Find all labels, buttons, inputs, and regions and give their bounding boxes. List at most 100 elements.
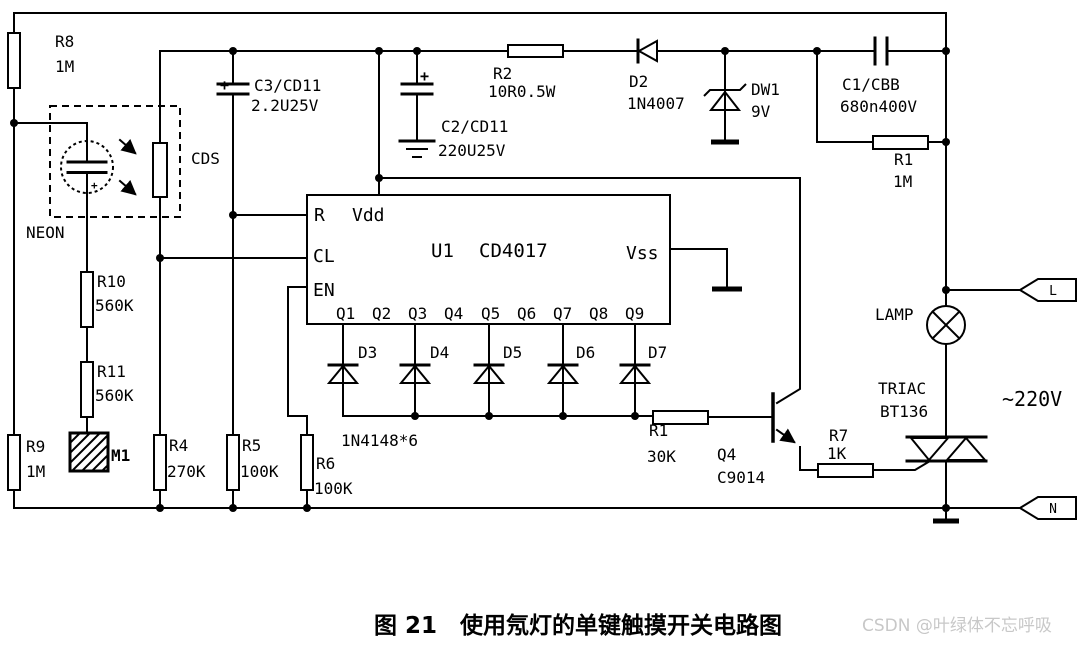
q4-ref: Q4	[717, 445, 736, 464]
resistor-body	[153, 434, 167, 491]
junction-dot	[156, 504, 164, 512]
resistor-r11: R11 560K	[80, 361, 134, 418]
light-arrow-icon	[118, 138, 137, 155]
diode-triangle	[636, 39, 658, 63]
c3-ref: C3/CD11	[254, 76, 321, 95]
resistor-body	[226, 434, 240, 491]
triac-triangle-down	[908, 437, 951, 462]
resistor-r6: R6 100K	[300, 434, 353, 498]
capacitor-plates	[400, 82, 434, 96]
diode-d4: D4	[398, 343, 449, 384]
r5-ref: R5	[242, 436, 261, 455]
diode-d7: D7	[618, 343, 667, 384]
lamp: LAMP	[875, 305, 966, 345]
transistor-q4: Q4 C9014	[717, 392, 796, 487]
r4-ref: R4	[169, 436, 188, 455]
diode-triangle	[546, 364, 580, 384]
junction-dot	[303, 504, 311, 512]
junction-dot	[559, 412, 567, 420]
zener-cathode-bar	[703, 83, 747, 97]
dw1-ref: DW1	[751, 80, 780, 99]
resistor-r9: R9 1M	[7, 434, 45, 491]
zener-triangle	[708, 90, 742, 111]
wire-vdd-collector	[378, 177, 801, 405]
c2-ref: C2/CD11	[441, 117, 508, 136]
wire-emitter-r7	[799, 446, 819, 471]
junction-dot	[156, 254, 164, 262]
r10-ref: R10	[97, 272, 126, 291]
c3-value: 2.2U25V	[251, 96, 319, 115]
ic-part-number: CD4017	[479, 240, 548, 262]
pin-q3: Q3	[408, 304, 427, 323]
resistor-r7: R7 1K	[817, 426, 874, 478]
triac-triangle-up	[944, 436, 988, 461]
opto-coupler-block: + NEON CDS	[26, 105, 220, 242]
touch-pad-m1: M1	[68, 431, 130, 473]
triac-bt136: TRIAC BT136	[878, 379, 988, 463]
resistor-body	[7, 434, 21, 491]
r1-base-ref: R1	[649, 421, 668, 440]
touch-pad-hatch	[68, 431, 110, 473]
capacitor-plates	[216, 82, 250, 96]
diode-triangle	[472, 364, 506, 384]
junction-dot	[721, 47, 729, 55]
d2-value: 1N4007	[627, 94, 685, 113]
terminal-live-label: L	[1049, 284, 1057, 299]
capacitor-plates	[873, 36, 889, 66]
diode-array: D3 D4 D5 D6 D7 1N4148*6	[326, 343, 667, 450]
diode-d5: D5	[472, 343, 522, 384]
wires	[13, 12, 1021, 520]
resistor-r2: R2 10R0.5W	[488, 44, 564, 101]
d6-ref: D6	[576, 343, 595, 362]
diode-d2: D2 1N4007	[627, 38, 685, 113]
lamp-cross-icon	[931, 310, 961, 340]
r4-value: 270K	[167, 462, 206, 481]
junction-dot	[942, 47, 950, 55]
r6-ref: R6	[316, 454, 335, 473]
resistor-body	[80, 361, 94, 418]
resistor-body	[80, 271, 94, 328]
junction-dot	[10, 119, 18, 127]
c2-value: 220U25V	[438, 141, 506, 160]
resistor-r1-top: R1 1M	[872, 135, 929, 191]
terminal-live: L	[1018, 278, 1077, 302]
terminal-tag-icon	[1018, 496, 1077, 520]
wire-vss-ground	[669, 248, 728, 288]
r11-ref: R11	[97, 362, 126, 381]
r5-value: 100K	[240, 462, 279, 481]
junction-dot	[942, 286, 950, 294]
d7-ref: D7	[648, 343, 667, 362]
q4-value: C9014	[717, 468, 765, 487]
r2-value: 10R0.5W	[488, 82, 556, 101]
cds-label: CDS	[191, 149, 220, 168]
ground-icon	[406, 148, 428, 158]
m1-ref: M1	[111, 446, 130, 465]
r8-ref: R8	[55, 32, 74, 51]
c1-ref: C1/CBB	[842, 75, 900, 94]
junction-dot	[942, 504, 950, 512]
r2-ref: R2	[493, 64, 512, 83]
pin-q1: Q1	[336, 304, 355, 323]
diode-triangle	[326, 364, 360, 384]
transistor-emitter-arrow	[775, 428, 796, 444]
c1-value: 680n400V	[840, 97, 917, 116]
junction-dot	[631, 412, 639, 420]
junction-dot	[485, 412, 493, 420]
r7-value: 1K	[827, 444, 847, 463]
diode-d3: D3	[326, 343, 377, 384]
junction-dot	[375, 47, 383, 55]
junction-dot	[229, 211, 237, 219]
pin-vss: Vss	[626, 243, 659, 264]
r8-value: 1M	[55, 57, 74, 76]
resistor-r10: R10 560K	[80, 271, 134, 328]
resistor-body	[872, 135, 929, 150]
diode-group-part-number: 1N4148*6	[341, 431, 418, 450]
d3-ref: D3	[358, 343, 377, 362]
r10-value: 560K	[95, 296, 134, 315]
terminal-tag-icon	[1018, 278, 1077, 302]
dw1-value: 9V	[751, 102, 771, 121]
r1-top-ref: R1	[894, 150, 913, 169]
wire-r7-gate	[872, 459, 932, 471]
